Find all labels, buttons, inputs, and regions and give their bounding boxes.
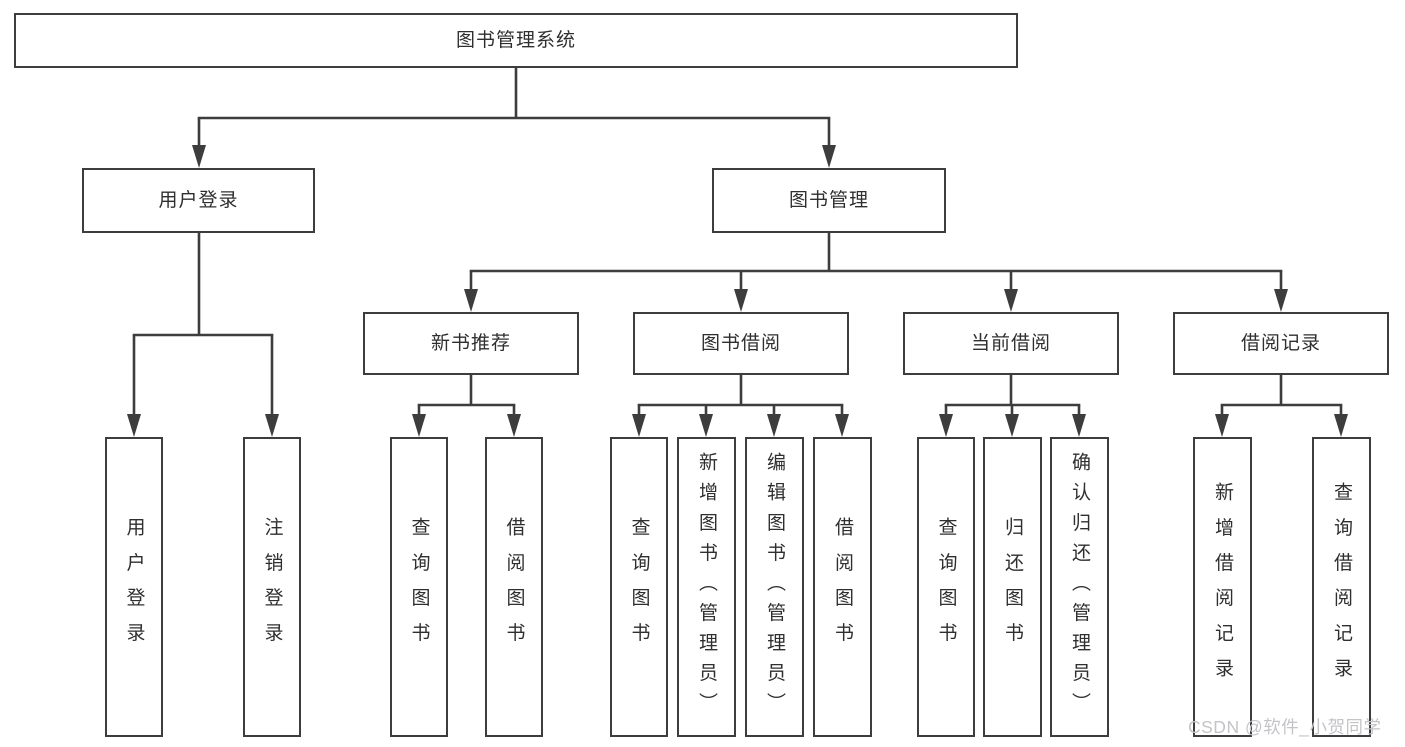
leaf-label: 归还图书 — [1002, 516, 1023, 658]
leaf-label: 注销登录 — [261, 516, 283, 658]
node-current-borrowing: 当前借阅 — [903, 312, 1119, 375]
leaf-user-login: 用户登录 — [105, 437, 163, 737]
leaf-records-add-record: 新增借阅记录 — [1193, 437, 1252, 737]
node-label: 图书管理系统 — [455, 30, 576, 51]
node-book-management: 图书管理 — [712, 168, 946, 233]
leaf-label: 借阅图书 — [832, 516, 853, 658]
leaf-label: 编辑图书（管理员） — [764, 451, 785, 723]
leaf-label: 查询图书 — [628, 516, 650, 658]
node-book-borrowing: 图书借阅 — [633, 312, 849, 375]
node-user-login: 用户登录 — [82, 168, 315, 233]
leaf-records-query-record: 查询借阅记录 — [1312, 437, 1371, 737]
leaf-borrow-add-books-admin: 新增图书（管理员） — [677, 437, 736, 737]
node-label: 图书管理 — [788, 190, 869, 211]
csdn-watermark: CSDN @软件_小贺同学 — [1188, 717, 1382, 737]
leaf-borrow-query-books: 查询图书 — [610, 437, 668, 737]
leaf-current-return-books: 归还图书 — [983, 437, 1042, 737]
leaf-recommend-query-books: 查询图书 — [390, 437, 448, 737]
node-label: 当前借阅 — [970, 333, 1051, 354]
leaf-label: 借阅图书 — [503, 516, 525, 658]
node-new-book-recommend: 新书推荐 — [363, 312, 579, 375]
leaf-borrow-borrow-books: 借阅图书 — [813, 437, 872, 737]
node-label: 新书推荐 — [430, 333, 511, 354]
node-label: 图书借阅 — [700, 333, 781, 354]
leaf-label: 新增图书（管理员） — [696, 451, 717, 723]
node-label: 借阅记录 — [1240, 333, 1321, 354]
leaf-recommend-borrow-books: 借阅图书 — [485, 437, 543, 737]
leaf-label: 确认归还（管理员） — [1069, 451, 1090, 723]
leaf-current-confirm-return-admin: 确认归还（管理员） — [1050, 437, 1109, 737]
node-label: 用户登录 — [158, 190, 239, 211]
leaf-logout: 注销登录 — [243, 437, 301, 737]
leaf-label: 查询图书 — [935, 516, 957, 658]
leaf-borrow-edit-books-admin: 编辑图书（管理员） — [745, 437, 804, 737]
leaf-current-query-books: 查询图书 — [917, 437, 975, 737]
node-borrowing-records: 借阅记录 — [1173, 312, 1389, 375]
leaf-label: 新增借阅记录 — [1212, 481, 1233, 693]
node-root-system: 图书管理系统 — [14, 13, 1018, 68]
leaf-label: 用户登录 — [123, 516, 145, 658]
leaf-label: 查询借阅记录 — [1331, 481, 1352, 693]
leaf-label: 查询图书 — [408, 516, 430, 658]
